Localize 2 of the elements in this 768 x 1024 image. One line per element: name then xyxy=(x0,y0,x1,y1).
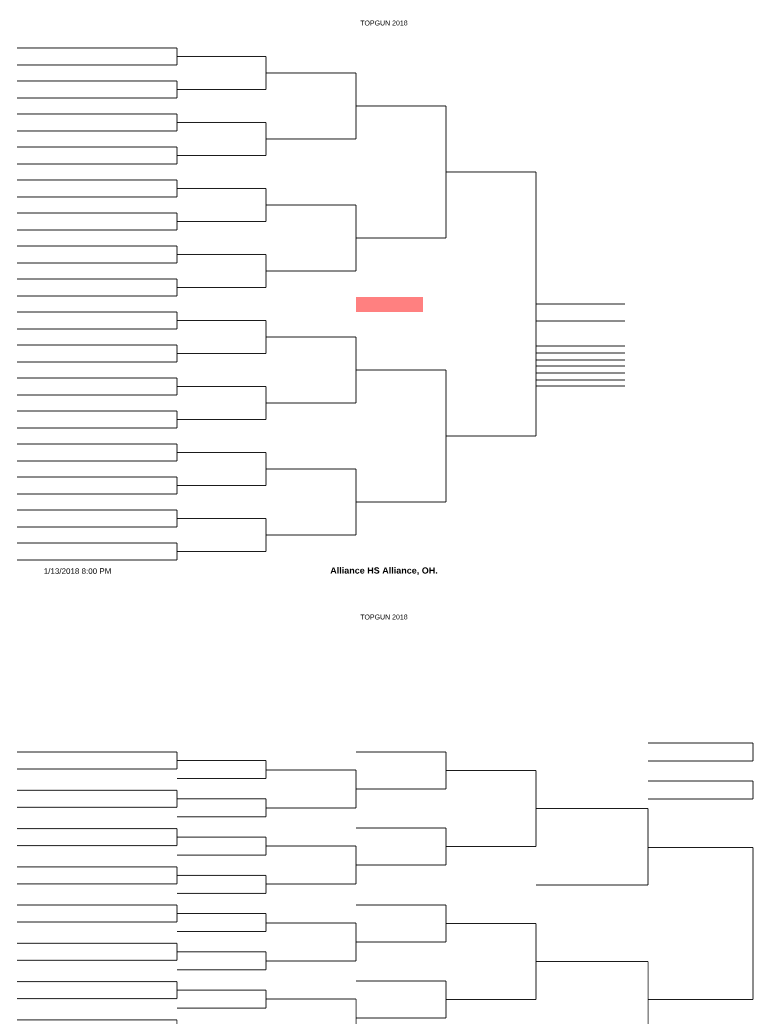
footer-text: Alliance HS Alliance, OH. xyxy=(330,567,438,575)
footer-text: 1/13/2018 8:00 PM xyxy=(44,568,111,574)
